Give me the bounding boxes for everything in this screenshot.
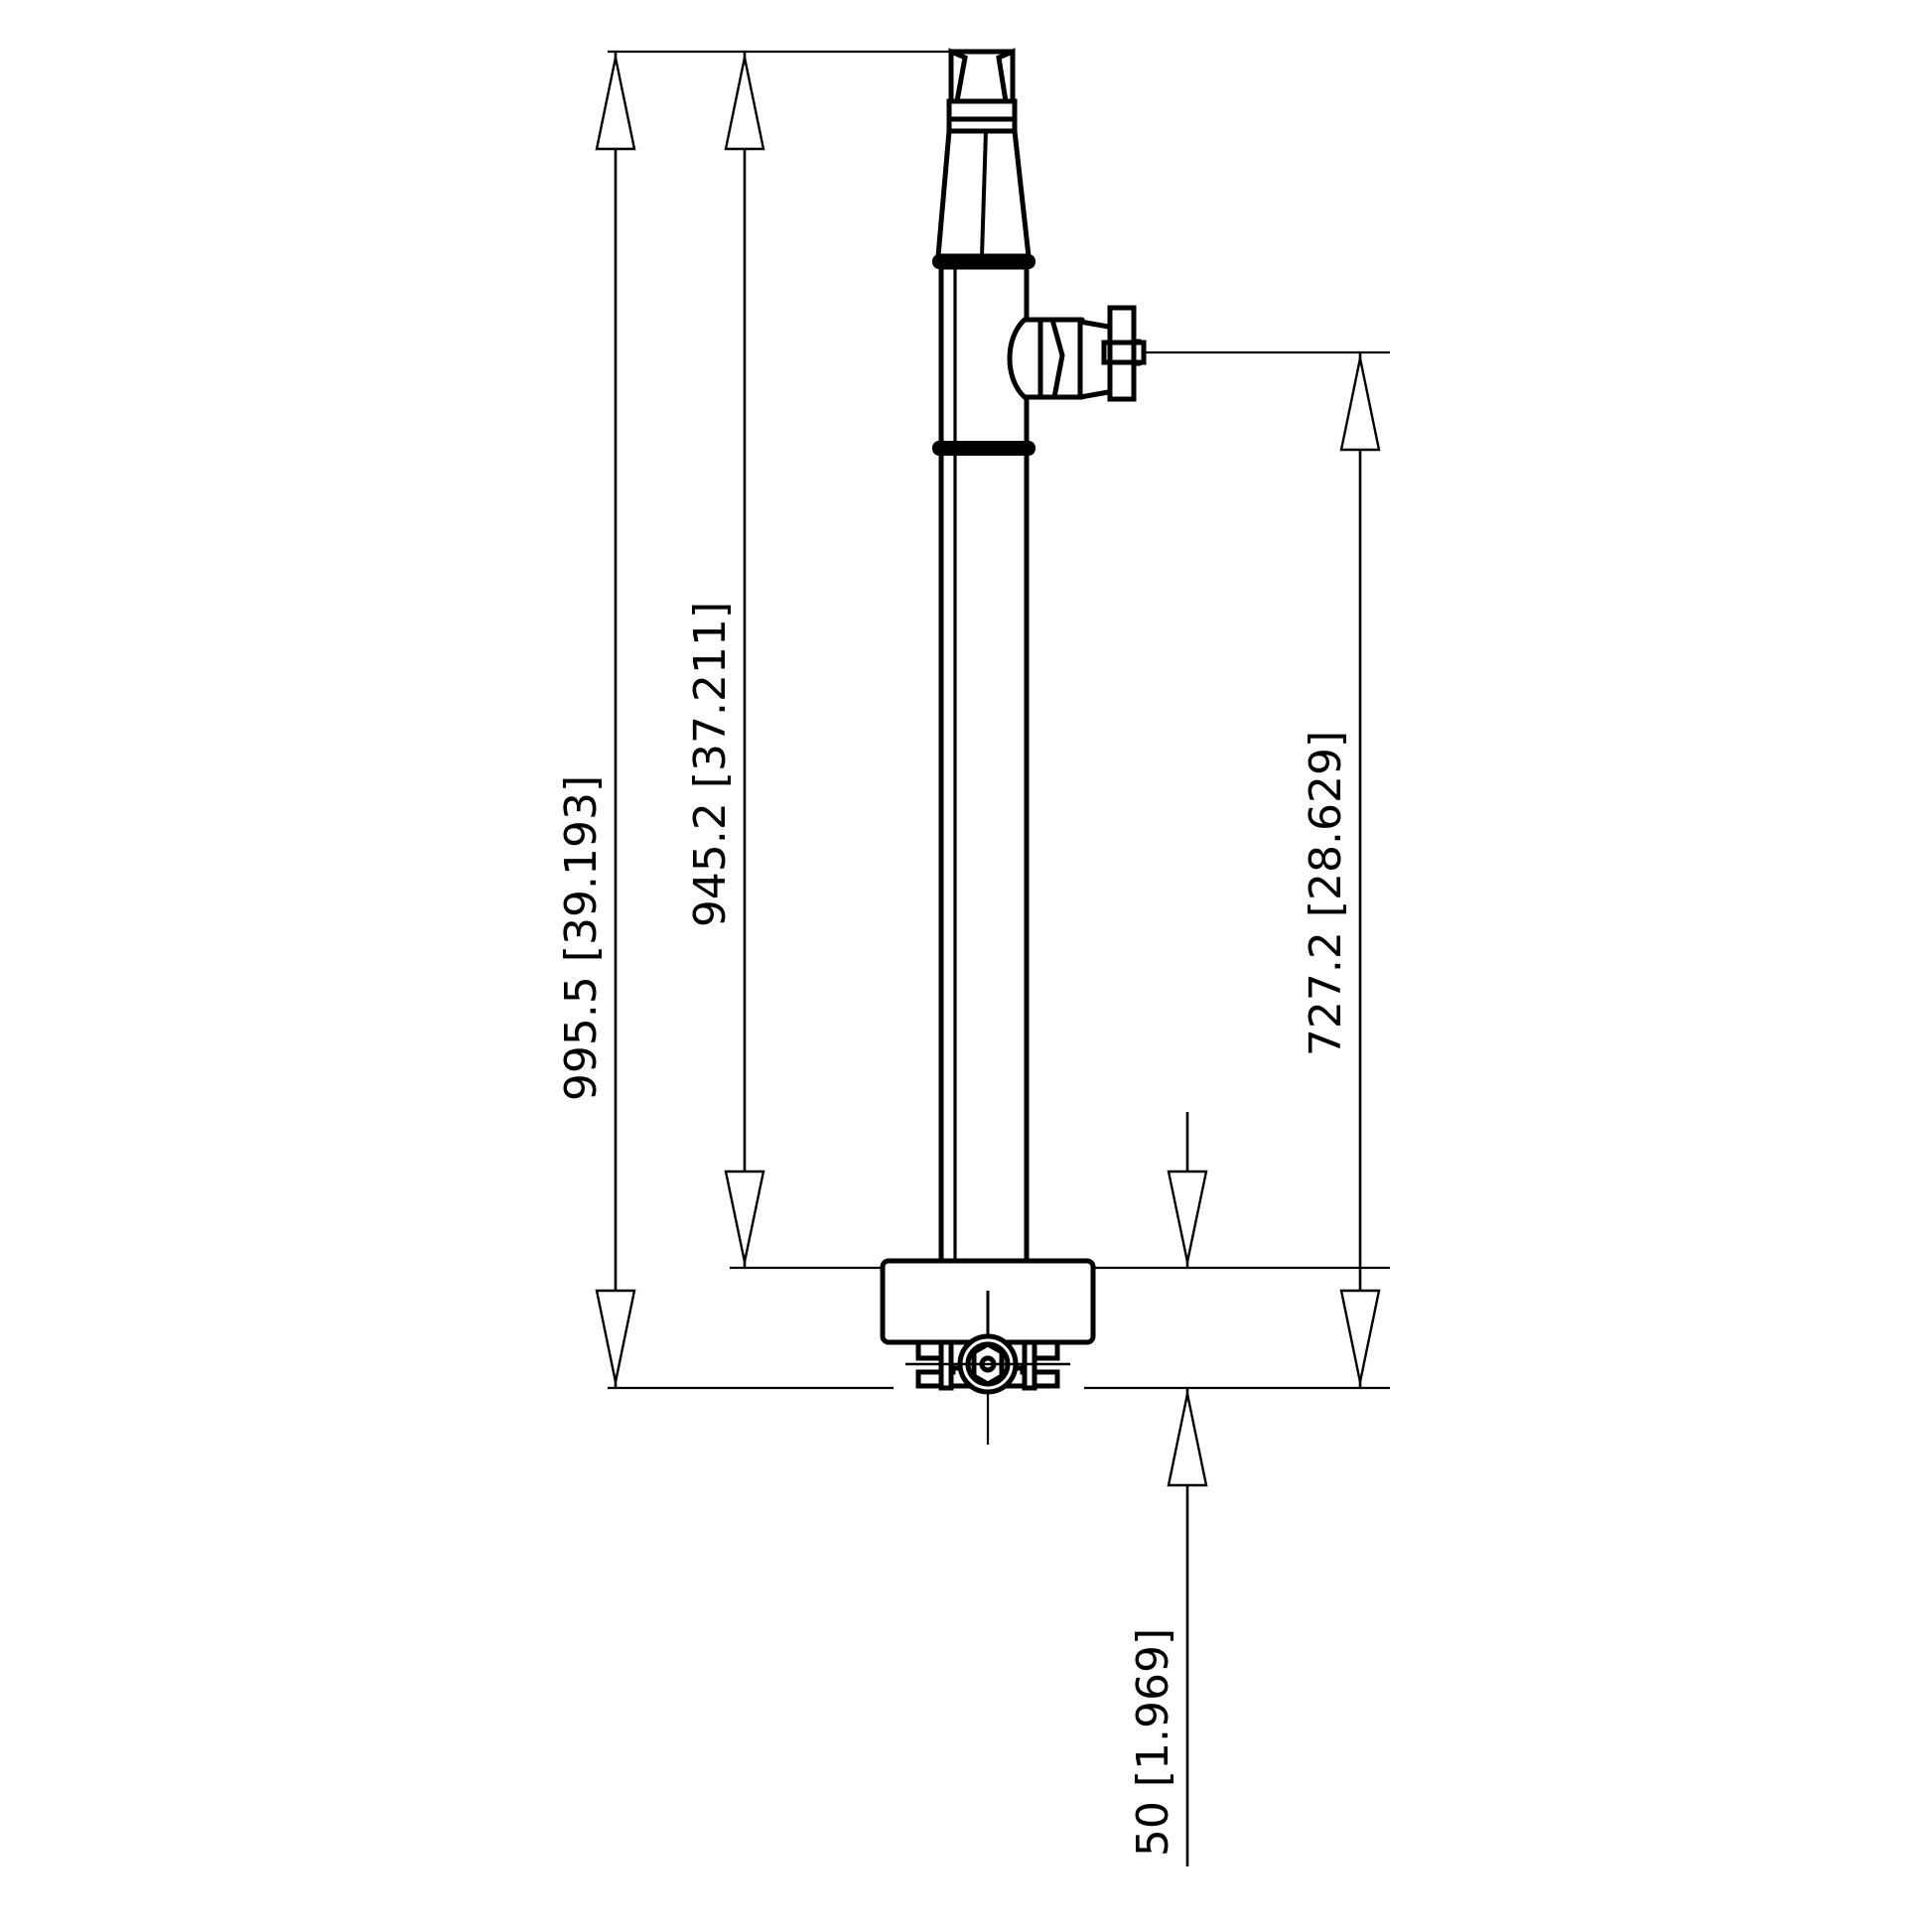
dimension-label-body-height: 945.2 [37.211] — [685, 602, 736, 927]
product-geometry-group — [880, 48, 1147, 1445]
arrowhead-handle-top — [1339, 357, 1381, 452]
valve-handle — [1101, 305, 1147, 402]
dimension-label-base-height: 50 [1.969] — [1128, 1628, 1178, 1857]
arrowhead-base-upper — [1167, 1170, 1208, 1263]
arrowhead-handle-bottom — [1339, 1289, 1381, 1383]
arrowhead-overall-top — [595, 57, 636, 151]
dimension-label-overall-height: 995.5 [39.193] — [556, 775, 607, 1101]
spout-taper-inner-line — [980, 130, 988, 257]
dimension-label-handle-height: 727.2 [28.629] — [1301, 731, 1351, 1056]
arrowheads-group — [595, 57, 1381, 1487]
arrowhead-body-top — [724, 57, 765, 151]
arrowhead-body-bottom — [724, 1170, 765, 1263]
dimension-labels-group: 995.5 [39.193] 945.2 [37.211] 727.2 [28.… — [556, 602, 1351, 1857]
spout-cap — [948, 48, 1016, 104]
spout-cap-band — [946, 98, 1018, 134]
arrowhead-overall-bottom — [595, 1289, 636, 1383]
extension-lines-group — [608, 50, 1390, 1390]
collar-ring-lower — [932, 441, 1035, 456]
arrowhead-base-lower — [1167, 1393, 1208, 1487]
